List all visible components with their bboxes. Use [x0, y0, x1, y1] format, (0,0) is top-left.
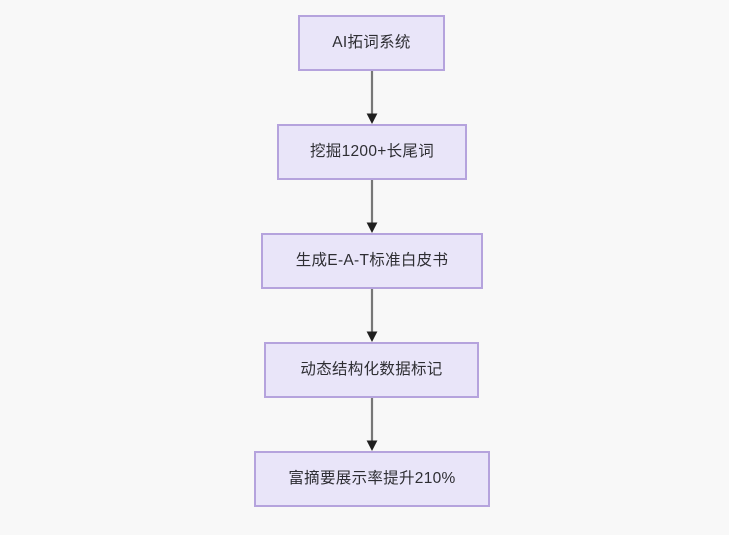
flowchart-node-generate-eat-whitepaper[interactable]: 生成E-A-T标准白皮书	[261, 233, 483, 289]
node-label: 动态结构化数据标记	[300, 361, 443, 379]
arrow-icon	[366, 398, 378, 451]
flowchart-node-dynamic-structured-data-markup[interactable]: 动态结构化数据标记	[264, 342, 479, 398]
edge-node1-to-node2	[361, 71, 383, 124]
arrow-icon	[366, 180, 378, 233]
flowchart-node-mine-longtail-keywords[interactable]: 挖掘1200+长尾词	[277, 124, 467, 180]
edge-node4-to-node5	[361, 398, 383, 451]
node-label: 生成E-A-T标准白皮书	[295, 252, 449, 270]
edge-node2-to-node3	[361, 180, 383, 233]
node-label: 富摘要展示率提升210%	[288, 470, 456, 488]
flowchart-node-ai-keyword-system[interactable]: AI拓词系统	[298, 15, 445, 71]
arrow-icon	[366, 71, 378, 124]
node-label: AI拓词系统	[332, 34, 411, 52]
edge-node3-to-node4	[361, 289, 383, 342]
arrow-icon	[366, 289, 378, 342]
node-label: 挖掘1200+长尾词	[309, 143, 435, 161]
flowchart-node-rich-snippet-rate-increase[interactable]: 富摘要展示率提升210%	[254, 451, 490, 507]
